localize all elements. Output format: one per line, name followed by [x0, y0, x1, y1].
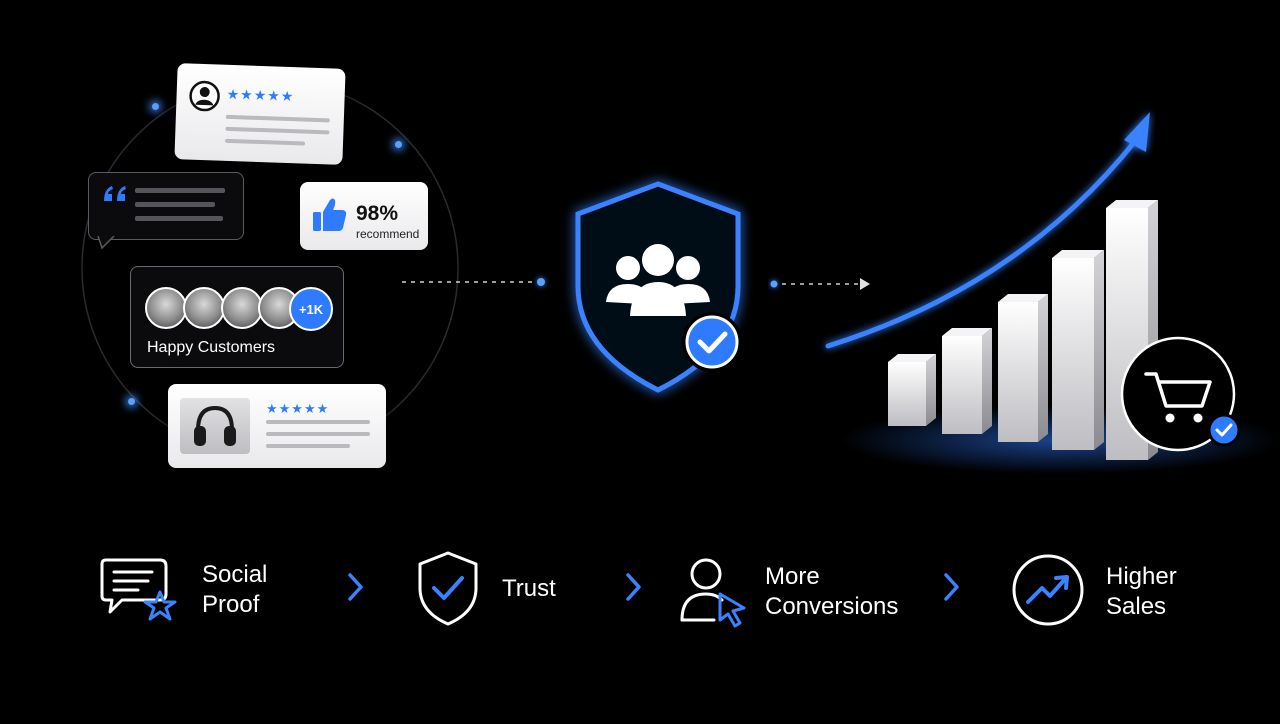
customer-avatar [183, 287, 225, 329]
user-cursor-icon [680, 558, 746, 628]
step-1-line1: Social [202, 561, 268, 588]
product-text-line [266, 444, 350, 448]
customers-label: Happy Customers [147, 339, 276, 356]
shield-check-icon [418, 551, 478, 626]
trend-up-icon [1012, 554, 1084, 626]
quote-card [88, 172, 244, 240]
bar-2 [942, 328, 992, 434]
step-2-label: Trust [502, 574, 556, 604]
step-3-label: More Conversions [765, 562, 898, 622]
customer-avatar [221, 287, 263, 329]
quote-icon [104, 186, 126, 201]
review-text-line [225, 114, 330, 123]
review-text-line [225, 126, 330, 135]
product-text-line [266, 420, 370, 424]
step-1-line2: Proof [202, 591, 260, 618]
orbit-dot [152, 103, 159, 110]
quote-tail [97, 236, 115, 250]
review-card: ★★★★★ [174, 63, 346, 165]
trust-shield-icon [575, 181, 742, 393]
customers-card: +1K Happy Customers [130, 266, 344, 368]
check-badge-icon [682, 312, 742, 372]
orbit-dot [128, 398, 135, 405]
recommend-label: recommend [356, 227, 420, 241]
cart-icon [1120, 336, 1241, 452]
people-group-icon [606, 244, 710, 316]
chevron-right-icon [626, 573, 641, 601]
thumbs-up-icon [313, 198, 347, 231]
step-4-label: Higher Sales [1106, 562, 1177, 622]
connector-dashed-2 [770, 278, 870, 290]
chevron-right-icon [348, 573, 363, 601]
step-2-line1: Trust [502, 575, 556, 602]
recommend-card: 98% recommend [300, 182, 428, 250]
chat-star-icon [100, 558, 177, 621]
step-3-line1: More [765, 563, 820, 590]
step-4-line2: Sales [1106, 593, 1167, 620]
product-text-line [266, 432, 370, 436]
customer-count-badge: +1K [289, 287, 333, 331]
bar-4 [1052, 250, 1104, 450]
customer-avatar [145, 287, 187, 329]
user-avatar-icon [189, 80, 220, 112]
product-thumbnail [180, 398, 250, 454]
review-stars: ★★★★★ [226, 85, 295, 105]
quote-text-line [135, 188, 225, 193]
product-review-card: ★★★★★ [168, 384, 386, 468]
step-3-line2: Conversions [765, 593, 899, 620]
review-text-line [224, 138, 306, 146]
step-1-label: Social Proof [202, 560, 267, 620]
cart-check-badge-icon [1207, 413, 1241, 447]
bar-3 [998, 294, 1048, 442]
step-4-line1: Higher [1106, 563, 1177, 590]
connector-dashed-1 [402, 278, 545, 286]
headphones-icon [194, 405, 236, 446]
quote-text-line [135, 216, 223, 221]
quote-text-line [135, 202, 215, 207]
recommend-percent: 98% [356, 202, 399, 225]
chevron-right-icon [944, 573, 959, 601]
orbit-dot [395, 141, 402, 148]
product-stars: ★★★★★ [266, 401, 330, 416]
bar-1 [888, 354, 936, 426]
